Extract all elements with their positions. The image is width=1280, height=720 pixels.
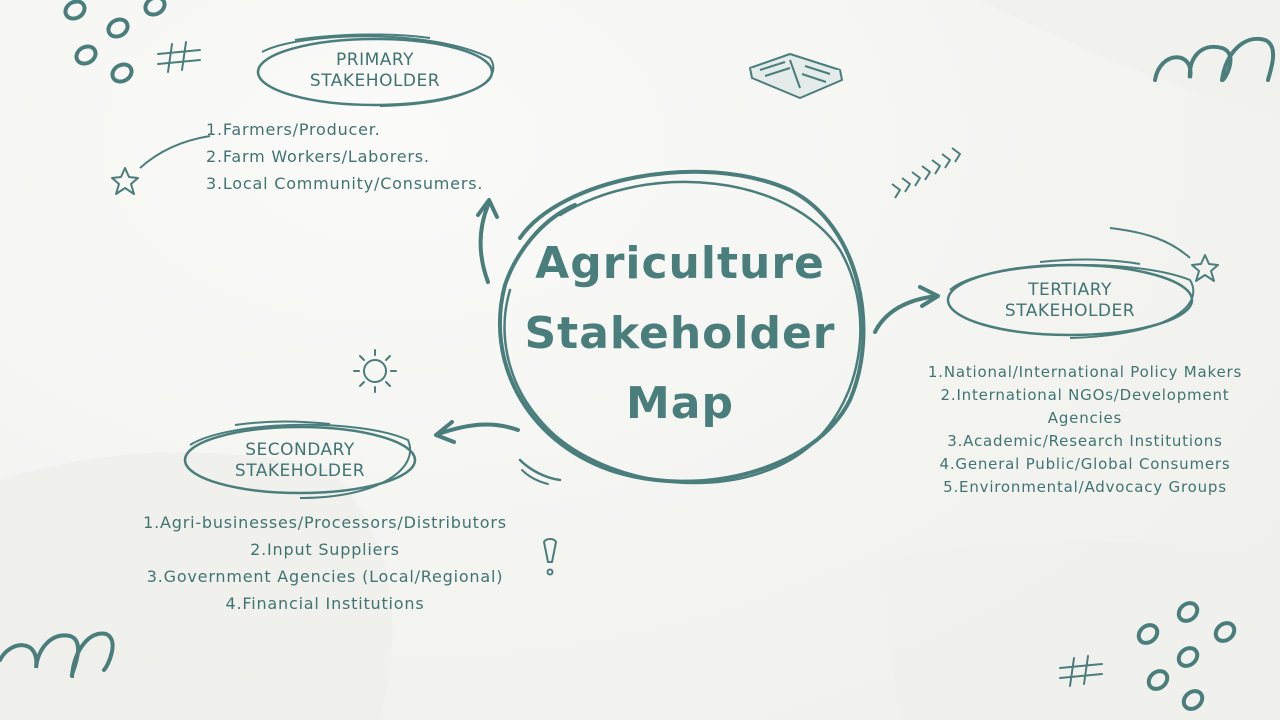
arrow-to-secondary (434, 420, 520, 444)
arrow-to-tertiary (873, 285, 940, 334)
title-line-2: Stakeholder (524, 308, 836, 359)
list-item: 3.Government Agencies (Local/Regional) (146, 567, 504, 586)
list-item: 1.Agri-businesses/Processors/Distributor… (143, 513, 507, 532)
loops-icon (1153, 36, 1276, 83)
hashtag-icon (1059, 655, 1103, 687)
star-icon (1109, 227, 1219, 282)
list-item: 4.Financial Institutions (225, 594, 425, 613)
tertiary-stakeholder-list: 1.National/International Policy Makers 2… (905, 361, 1265, 499)
center-circle (497, 169, 866, 485)
title-line-1: Agriculture (535, 238, 825, 289)
list-item: 3.Local Community/Consumers. (206, 174, 484, 193)
list-item: 4.General Public/Global Consumers (939, 455, 1231, 473)
list-item: 1.National/International Policy Makers (927, 363, 1243, 381)
list-item: 2.Input Suppliers (250, 540, 400, 559)
loops-icon (0, 631, 115, 679)
list-item: 3.Academic/Research Institutions (947, 432, 1223, 450)
book-icon (749, 53, 843, 99)
list-item: 5.Environmental/Advocacy Groups (943, 478, 1227, 496)
primary-stakeholder-list: 1.Farmers/Producer. 2.Farm Workers/Labor… (206, 116, 483, 197)
list-item: 1.Farmers/Producer. (206, 120, 381, 139)
tertiary-label-line-2: STAKEHOLDER (1004, 301, 1136, 321)
sun-icon (353, 349, 397, 393)
secondary-oval (183, 420, 417, 499)
list-item: 2.International NGOs/Development (940, 386, 1230, 404)
secondary-label-line-1: SECONDARY (245, 440, 355, 460)
primary-oval (256, 33, 495, 107)
list-item: Agencies (1047, 409, 1123, 427)
exclamation-icon (543, 538, 557, 576)
secondary-label-line-2: STAKEHOLDER (234, 461, 366, 481)
tertiary-label-line-1: TERTIARY (1028, 280, 1112, 300)
title-line-3: Map (626, 378, 734, 429)
arrow-to-primary (476, 198, 499, 284)
chevrons-icon (891, 147, 961, 199)
hashtag-icon (157, 41, 201, 73)
primary-label-line-2: STAKEHOLDER (309, 71, 441, 91)
primary-stakeholder-label: PRIMARY STAKEHOLDER (285, 50, 465, 92)
list-item: 2.Farm Workers/Laborers. (206, 147, 430, 166)
tertiary-stakeholder-label: TERTIARY STAKEHOLDER (975, 280, 1165, 322)
ovals-icon (63, 0, 167, 84)
tertiary-oval (946, 258, 1195, 339)
ovals-icon (1136, 601, 1237, 711)
primary-label-line-1: PRIMARY (336, 50, 414, 70)
secondary-stakeholder-list: 1.Agri-businesses/Processors/Distributor… (110, 509, 540, 617)
star-icon (111, 135, 211, 195)
secondary-stakeholder-label: SECONDARY STAKEHOLDER (205, 440, 395, 482)
